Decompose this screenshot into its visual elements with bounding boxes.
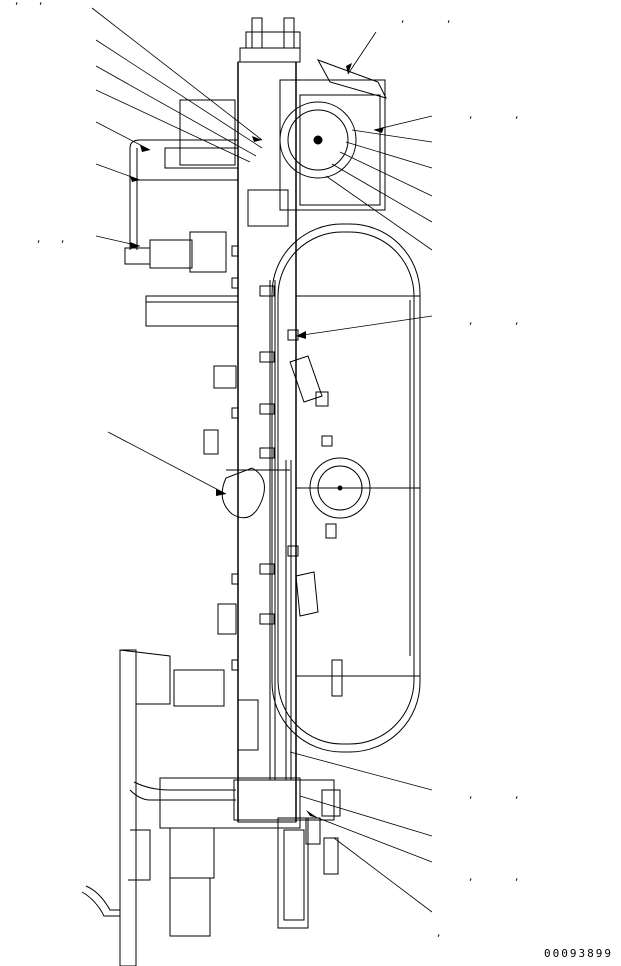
callout-mark: , — [468, 317, 473, 327]
callout-mark: , — [468, 791, 473, 801]
callout-mark: , — [514, 791, 519, 801]
callout-mark: , — [60, 235, 65, 245]
top-housing — [247, 59, 387, 227]
arrowheads — [130, 63, 384, 818]
callout-mark: , — [468, 873, 473, 883]
drawing-id-number: 00093899 — [544, 947, 613, 960]
top-mount — [239, 17, 301, 63]
fuel-tank — [271, 223, 421, 753]
callout-mark: , — [14, 0, 19, 7]
callout-mark: , — [514, 873, 519, 883]
left-brackets — [145, 295, 239, 635]
piping — [221, 280, 292, 780]
callout-mark: , — [446, 15, 451, 25]
lower-left-assembly — [81, 649, 301, 966]
leader-lines — [91, 7, 433, 913]
callout-mark: , — [400, 15, 405, 25]
lower-right-assembly — [233, 779, 341, 929]
callout-mark: , — [468, 111, 473, 121]
callout-mark: , — [38, 0, 43, 7]
callout-mark: , — [36, 235, 41, 245]
fittings — [231, 245, 337, 671]
main-frame — [237, 61, 297, 823]
callout-labels: , , , , , , , , , , , , , , , — [14, 0, 519, 939]
left-top-assembly — [124, 99, 239, 273]
callout-mark: , — [514, 111, 519, 121]
callout-mark: , — [514, 317, 519, 327]
callout-mark: , — [436, 929, 441, 939]
